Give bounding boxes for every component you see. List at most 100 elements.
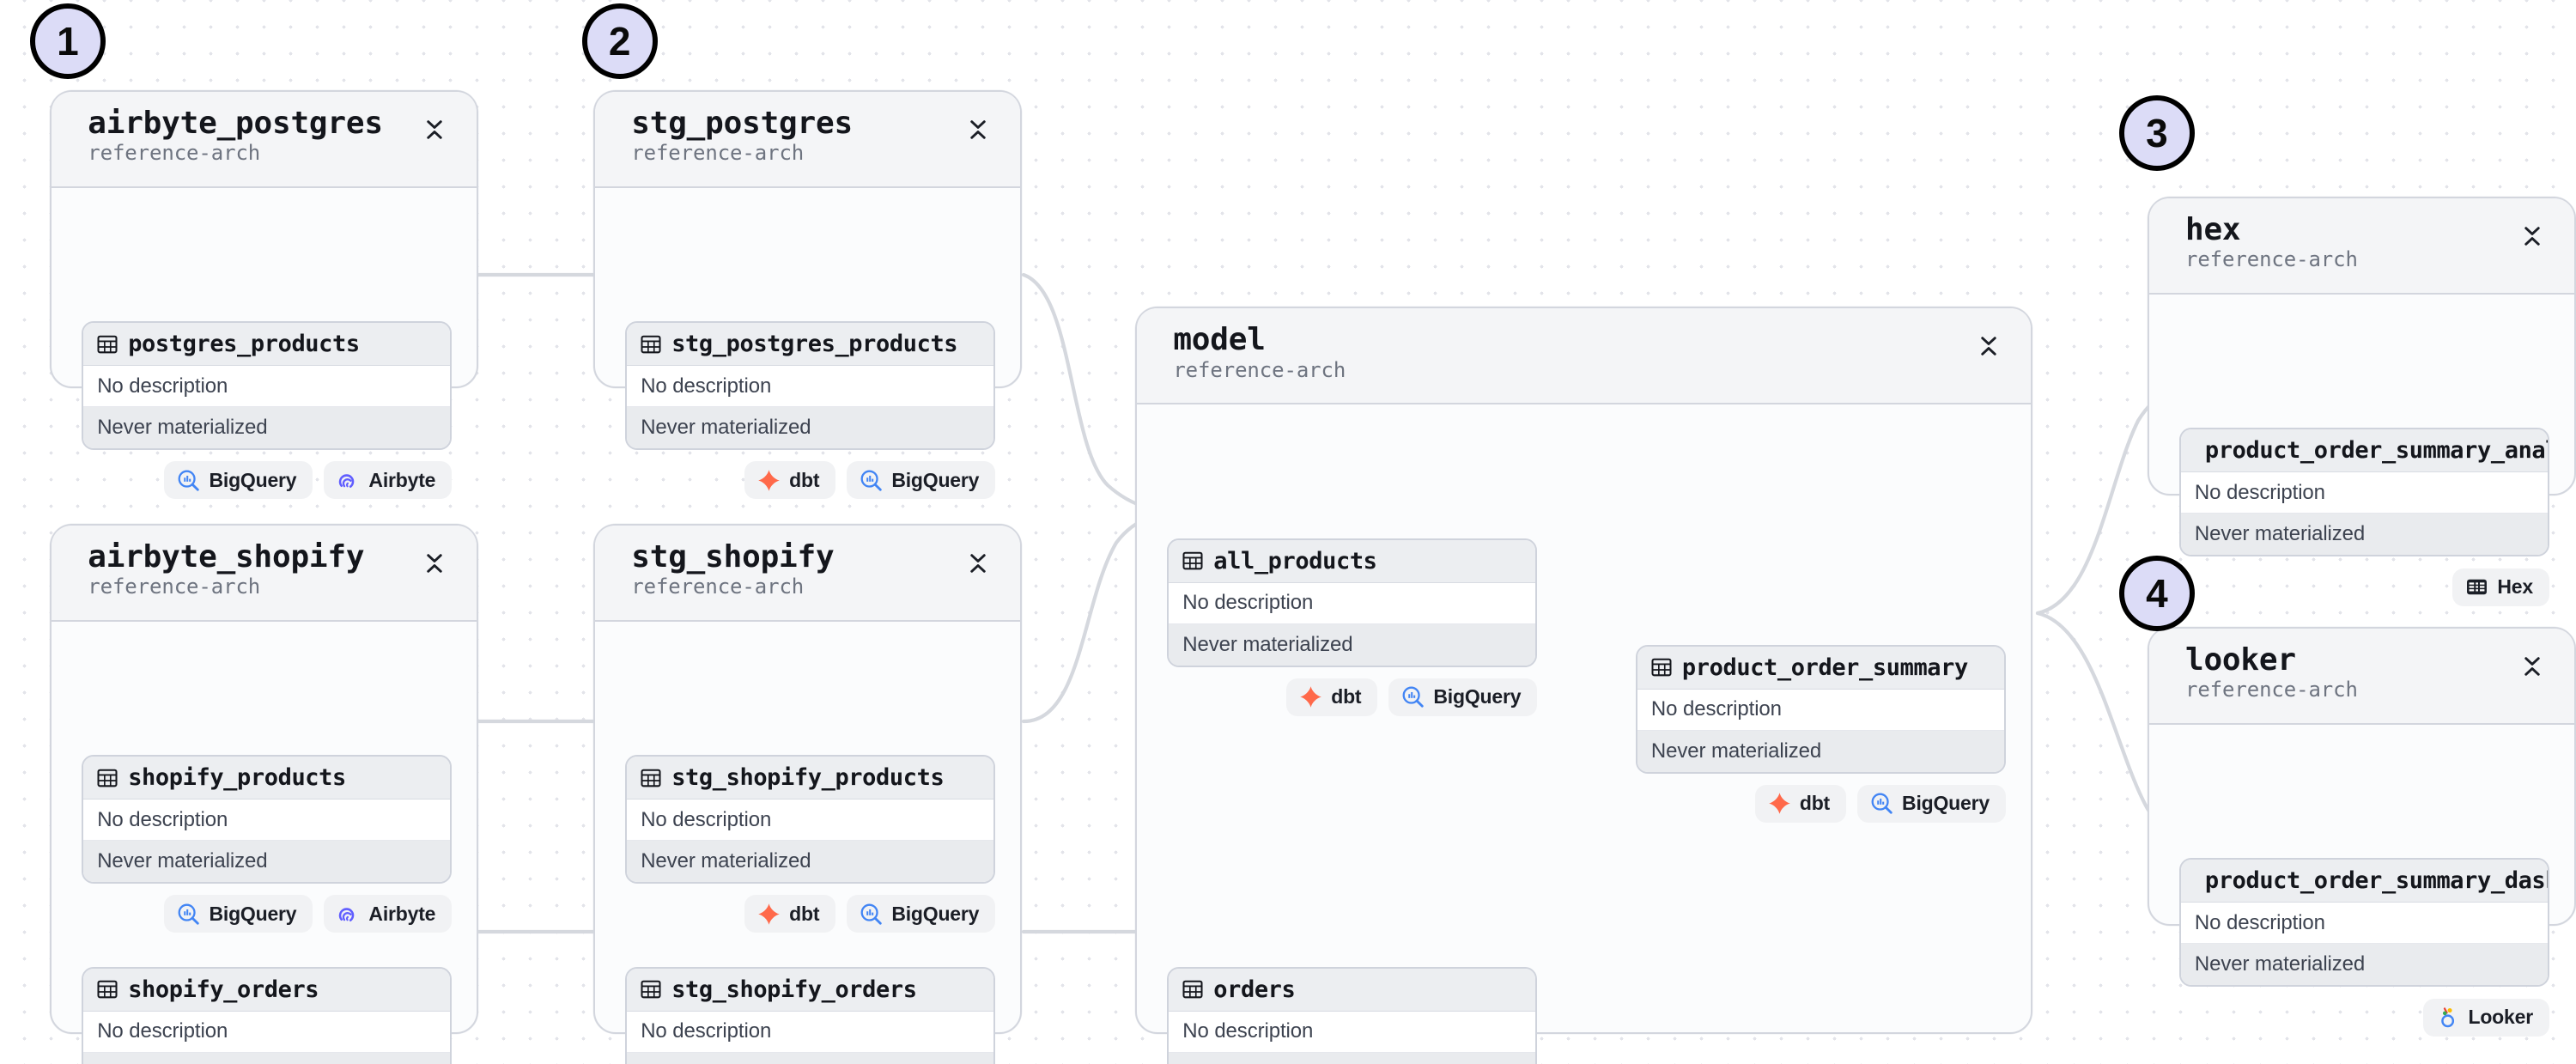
tag-label: BigQuery (1433, 685, 1522, 708)
asset-materialization-text: Never materialized (1182, 632, 1353, 656)
group-header: stg_shopify reference-arch (595, 525, 1021, 622)
collapse-toggle-button[interactable] (2519, 652, 2545, 681)
table-icon (641, 769, 661, 787)
chevron-collapse-icon[interactable] (969, 550, 987, 576)
group-subtitle: reference-arch (88, 575, 261, 599)
hex-icon (2467, 579, 2488, 595)
asset-node-product_order_summary_analysis[interactable]: product_order_summary_analysis No descri… (2178, 428, 2549, 557)
asset-description-text: No description (1650, 697, 1782, 721)
asset-node-product_order_summary[interactable]: product_order_summary No description Nev… (1635, 644, 2006, 774)
collapse-toggle-button[interactable] (2519, 222, 2545, 251)
group-title: stg_shopify (631, 538, 835, 575)
asset-materialization-text: Never materialized (2194, 522, 2366, 546)
collapse-toggle-button[interactable] (965, 115, 991, 144)
tag-bigquery[interactable]: BigQuery (847, 461, 996, 500)
group-body: all_products No description Never materi… (1137, 404, 2031, 1064)
collapse-toggle-button[interactable] (422, 115, 447, 144)
asset-description-text: No description (2194, 910, 2325, 934)
tag-dbt[interactable]: dbt (1286, 678, 1378, 716)
group-airbyte_shopify[interactable]: airbyte_shopify reference-arch (50, 523, 479, 1064)
asset-materialization-text: Never materialized (641, 416, 811, 440)
tag-airbyte[interactable]: Airbyte (324, 461, 453, 500)
tag-looker[interactable]: Looker (2423, 998, 2549, 1037)
asset-node-orders[interactable]: orders No description Never materialized (1167, 966, 1538, 1064)
tag-hex[interactable]: Hex (2452, 568, 2549, 606)
tag-label: BigQuery (1902, 792, 1990, 815)
bigquery-icon (860, 470, 883, 491)
asset-materialization-text: Never materialized (1650, 739, 1822, 763)
tag-bigquery[interactable]: BigQuery (847, 895, 996, 933)
group-subtitle: reference-arch (2184, 678, 2358, 702)
airbyte-icon (339, 907, 355, 921)
tag-label: BigQuery (209, 902, 297, 925)
chevron-collapse-icon[interactable] (969, 117, 987, 143)
asset-node-title: stg_shopify_orders (671, 976, 917, 1003)
asset-node-title: shopify_products (128, 764, 346, 792)
group-header: hex reference-arch (2148, 198, 2574, 295)
asset-node-header: all_products (1169, 539, 1536, 583)
group-title-block: stg_shopify reference-arch (631, 538, 835, 599)
step-badge-number: 3 (2146, 110, 2168, 155)
group-hex[interactable]: hex reference-arch (2147, 197, 2576, 606)
asset-node-header: shopify_products (83, 757, 451, 800)
group-model[interactable]: model reference-arch (1135, 307, 2032, 1064)
asset-tag-row: dbt BigQuery (1167, 678, 1538, 716)
group-header: stg_postgres reference-arch (595, 91, 1021, 188)
asset-description-text: No description (2194, 480, 2325, 504)
asset-node-title: postgres_products (128, 331, 360, 358)
group-looker[interactable]: looker reference-arch (2147, 627, 2576, 1037)
chevron-collapse-icon[interactable] (2523, 654, 2542, 679)
asset-node-stg_shopify_products[interactable]: stg_shopify_products No description Neve… (625, 755, 996, 885)
chevron-collapse-icon[interactable] (425, 550, 444, 576)
tag-label: dbt (789, 902, 820, 925)
collapse-toggle-button[interactable] (422, 549, 447, 578)
asset-node-title: product_order_summary (1681, 654, 1968, 681)
tag-dbt[interactable]: dbt (744, 461, 836, 500)
asset-materialization: Never materialized (1169, 623, 1536, 666)
asset-node-header: stg_postgres_products (627, 323, 994, 367)
tag-dbt[interactable]: dbt (1754, 784, 1847, 823)
asset-node-all_products[interactable]: all_products No description Never materi… (1167, 538, 1538, 667)
asset-node-shopify_products[interactable]: shopify_products No description Never ma… (82, 755, 453, 885)
asset-node-postgres_products[interactable]: postgres_products No description Never m… (82, 321, 453, 451)
tag-label: BigQuery (209, 468, 297, 491)
asset-materialization: Never materialized (2180, 944, 2548, 986)
tag-bigquery[interactable]: BigQuery (164, 461, 313, 500)
tag-bigquery[interactable]: BigQuery (164, 895, 313, 933)
tag-bigquery[interactable]: BigQuery (1857, 784, 2006, 823)
bigquery-icon (179, 903, 200, 925)
asset-node-shopify_orders[interactable]: shopify_orders No description Never mate… (82, 966, 453, 1064)
group-header: looker reference-arch (2148, 629, 2574, 726)
group-stg_shopify[interactable]: stg_shopify reference-arch (593, 523, 1023, 1064)
tag-airbyte[interactable]: Airbyte (324, 895, 453, 933)
asset-node-stg_postgres_products[interactable]: stg_postgres_products No description Nev… (625, 321, 996, 451)
tag-label: BigQuery (891, 902, 980, 925)
bigquery-icon (1402, 686, 1425, 708)
tag-bigquery[interactable]: BigQuery (1388, 678, 1538, 716)
tag-dbt[interactable]: dbt (744, 895, 836, 933)
group-title: hex (2184, 212, 2241, 248)
group-body: shopify_products No description Never ma… (52, 622, 477, 1064)
chevron-collapse-icon[interactable] (425, 117, 444, 143)
asset-node-header: stg_shopify_orders (627, 968, 994, 1012)
tag-label: dbt (789, 468, 820, 491)
chevron-collapse-icon[interactable] (1979, 333, 1998, 359)
group-stg_postgres[interactable]: stg_postgres reference-arch (593, 89, 1023, 500)
collapse-toggle-button[interactable] (1976, 331, 2002, 361)
asset-materialization: Never materialized (1169, 1052, 1536, 1064)
asset-materialization: Never materialized (627, 1052, 994, 1064)
group-header: airbyte_postgres reference-arch (52, 91, 477, 188)
asset-description-text: No description (97, 1019, 228, 1043)
asset-description-text: No description (1182, 1019, 1314, 1043)
tag-label: Airbyte (368, 468, 436, 491)
chevron-collapse-icon[interactable] (2523, 223, 2542, 249)
airbyte-icon (339, 474, 355, 488)
asset-description-text: No description (641, 374, 772, 398)
asset-node-product_order_summary_dashboard[interactable]: product_order_summary_dashboard No descr… (2178, 858, 2549, 988)
collapse-toggle-button[interactable] (965, 549, 991, 578)
group-header: model reference-arch (1137, 308, 2031, 405)
group-airbyte_postgres[interactable]: airbyte_postgres reference-arch (50, 89, 479, 500)
asset-node-stg_shopify_orders[interactable]: stg_shopify_orders No description Never … (625, 966, 996, 1064)
asset-description: No description (1169, 1011, 1536, 1053)
